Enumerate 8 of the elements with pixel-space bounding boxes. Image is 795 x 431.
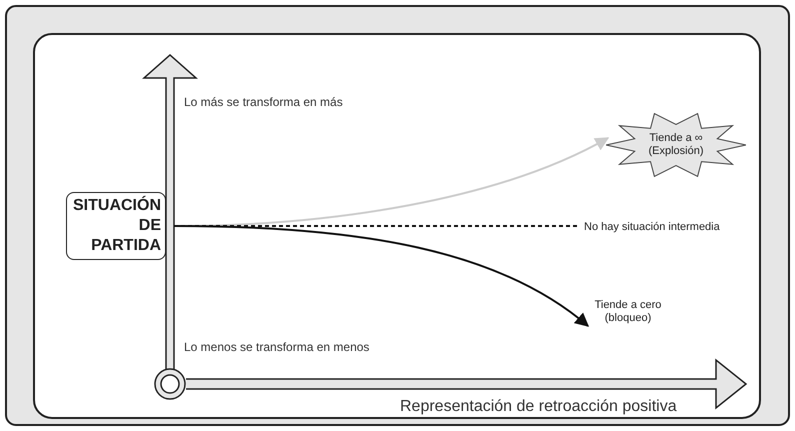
start-box: SITUACIÓN DE PARTIDA [66,192,166,260]
axis-label: Lo más se transforma en más [184,95,344,109]
axis-title: Representación de retroacción positiva [400,398,678,416]
burst-shape: Tiende a ∞ (Explosión) [606,112,746,178]
end-text: No hay situación intermedia [584,218,748,236]
axis-label: Lo menos se transforma en menos [184,340,370,354]
end-text: Tiende a cero (bloqueo) [588,296,668,328]
curved-arrow [174,225,590,327]
